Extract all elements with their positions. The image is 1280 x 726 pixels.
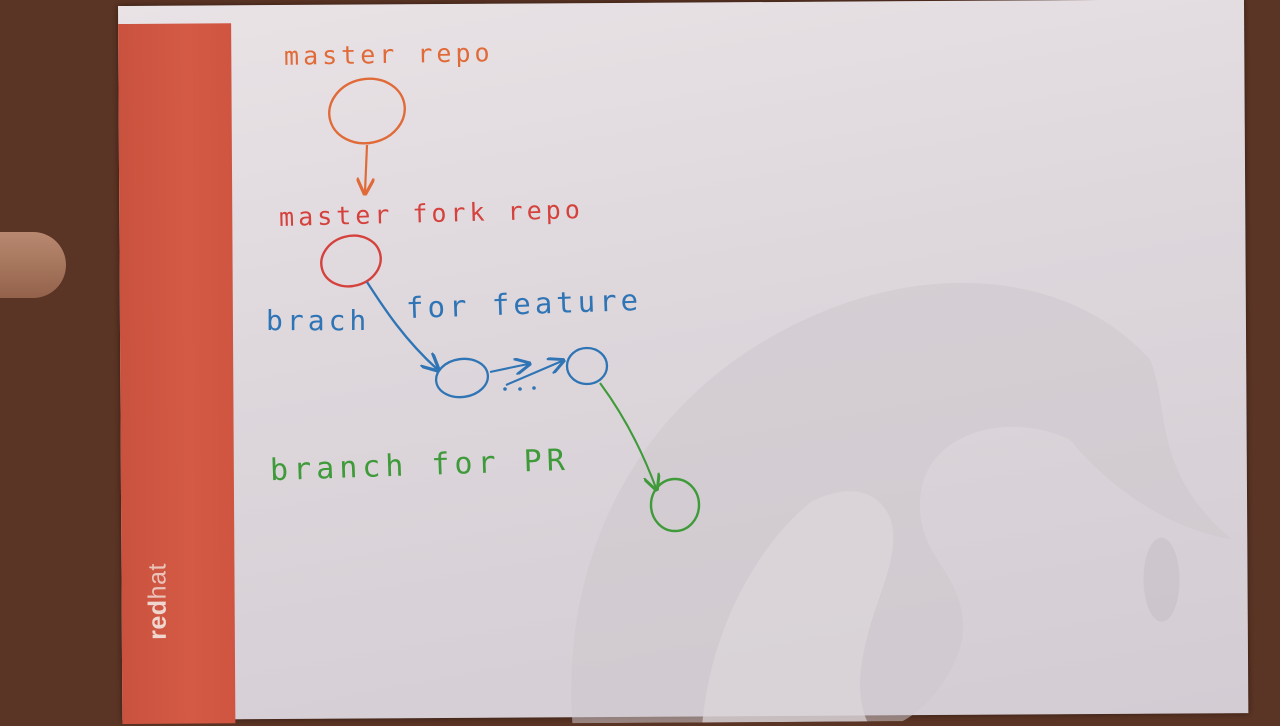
fork-repo-node [320, 234, 382, 288]
pr-branch-node [649, 477, 701, 533]
paper-sheet: redhat [118, 0, 1249, 724]
label-master-repo: master repo [283, 38, 494, 71]
feature-node-2 [565, 346, 609, 386]
finger [0, 232, 66, 298]
feature-chain-arrow-1 [489, 364, 528, 372]
feature-node-1 [434, 357, 490, 399]
feature-chain-arrow-2 [505, 361, 562, 386]
label-brach: brach [266, 304, 371, 337]
watermark-logo [571, 282, 1232, 724]
fork-to-feature-arrow [366, 281, 437, 369]
master-to-fork-arrow [365, 144, 367, 192]
feature-to-pr-arrow [599, 382, 656, 488]
ellipsis-dots [503, 386, 536, 391]
master-repo-node [328, 77, 406, 145]
